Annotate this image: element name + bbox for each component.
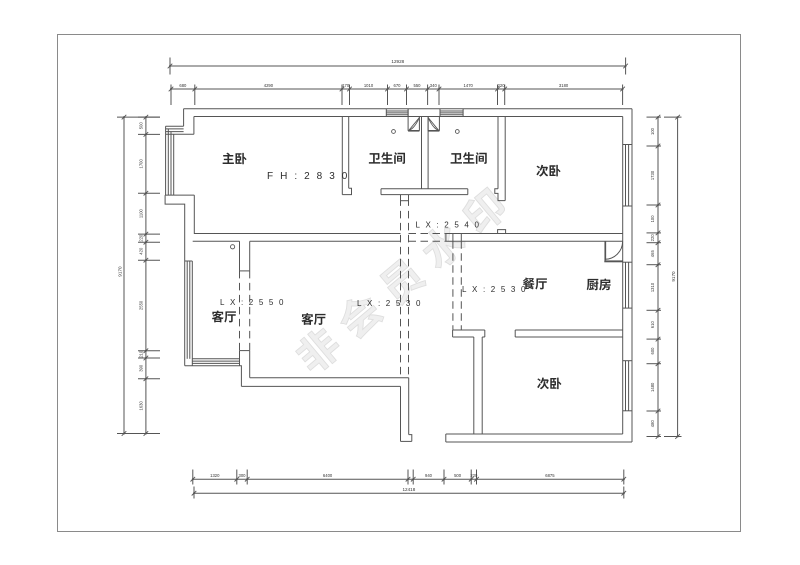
svg-text:550: 550 <box>414 83 422 88</box>
svg-text:12418: 12418 <box>403 487 416 492</box>
svg-text:1470: 1470 <box>464 83 474 88</box>
svg-text:420: 420 <box>138 247 143 255</box>
svg-text:1730: 1730 <box>650 170 655 180</box>
svg-text:680: 680 <box>179 83 187 88</box>
svg-text:220: 220 <box>498 83 506 88</box>
svg-text:12928: 12928 <box>391 59 404 64</box>
svg-text:170: 170 <box>342 83 350 88</box>
svg-text:1310: 1310 <box>650 282 655 292</box>
svg-text:1480: 1480 <box>650 382 655 392</box>
svg-text:4290: 4290 <box>264 83 274 88</box>
svg-text:1100: 1100 <box>138 208 143 218</box>
svg-text:1630: 1630 <box>138 400 143 410</box>
svg-text:1700: 1700 <box>138 158 143 168</box>
svg-text:2550: 2550 <box>138 300 143 310</box>
svg-text:LX:2530: LX:2530 <box>357 299 426 308</box>
svg-text:100: 100 <box>650 215 655 223</box>
svg-text:9170: 9170 <box>118 266 123 277</box>
svg-text:1010: 1010 <box>364 83 374 88</box>
svg-text:LX:2530: LX:2530 <box>462 285 531 294</box>
svg-text:220: 220 <box>650 234 655 242</box>
svg-text:610: 610 <box>650 321 655 329</box>
svg-text:300: 300 <box>239 473 247 478</box>
svg-text:3180: 3180 <box>559 83 569 88</box>
svg-text:600: 600 <box>650 347 655 355</box>
svg-text:220: 220 <box>470 473 478 478</box>
svg-text:FH:2830: FH:2830 <box>267 171 354 182</box>
svg-text:1320: 1320 <box>210 473 220 478</box>
svg-text:500: 500 <box>454 473 462 478</box>
svg-text:100: 100 <box>650 127 655 135</box>
svg-text:670: 670 <box>394 83 402 88</box>
svg-text:465: 465 <box>650 250 655 258</box>
svg-text:LX:2550: LX:2550 <box>220 298 289 307</box>
svg-text:6400: 6400 <box>323 473 333 478</box>
svg-text:340: 340 <box>430 83 438 88</box>
svg-text:940: 940 <box>425 473 433 478</box>
svg-text:480: 480 <box>650 420 655 428</box>
svg-text:6875: 6875 <box>545 473 555 478</box>
svg-text:220: 220 <box>138 234 143 242</box>
svg-text:LX:2540: LX:2540 <box>416 221 485 230</box>
svg-text:9170: 9170 <box>671 271 676 282</box>
svg-text:210: 210 <box>138 350 143 358</box>
svg-text:390: 390 <box>138 364 143 372</box>
svg-text:500: 500 <box>138 122 143 130</box>
